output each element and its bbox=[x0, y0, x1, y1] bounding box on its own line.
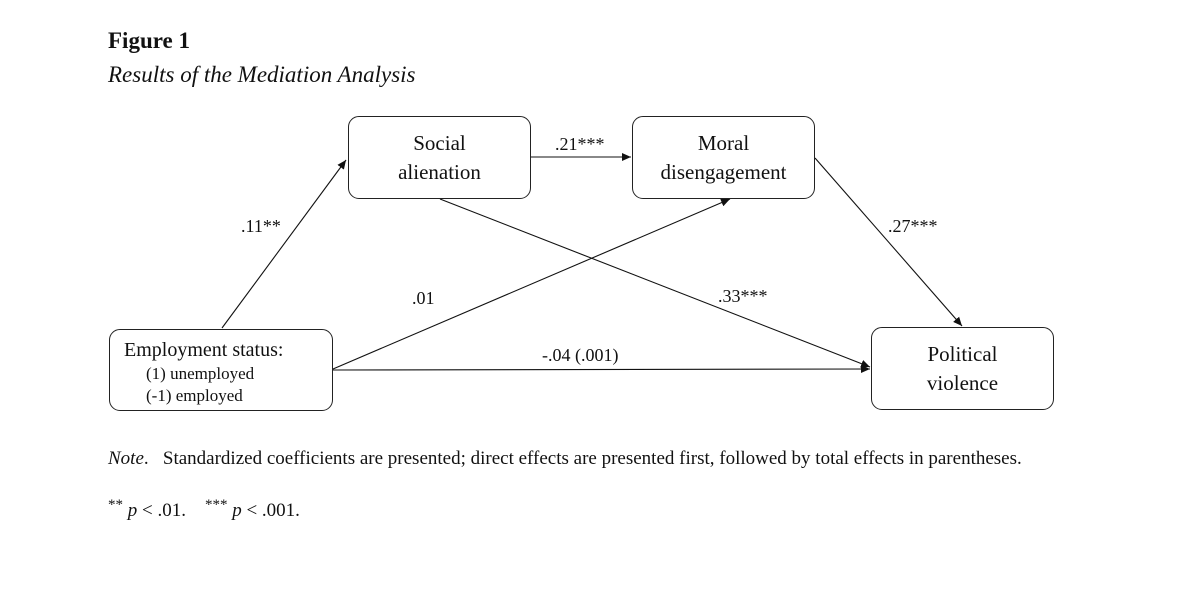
figure-title: Results of the Mediation Analysis bbox=[108, 62, 416, 87]
significance-legend: ** p < .01. *** p < .001. bbox=[108, 497, 300, 522]
figure-number: Figure 1 bbox=[108, 28, 190, 53]
node-social-alienation: Social alienation bbox=[348, 116, 531, 199]
coef-emp-to-social: .11** bbox=[241, 216, 281, 236]
node-employment-status: Employment status: (1) unemployed (-1) e… bbox=[109, 329, 333, 411]
node-violence-line2: violence bbox=[926, 370, 999, 395]
node-moral-line2: disengagement bbox=[660, 159, 787, 184]
p2-p: p bbox=[232, 500, 242, 521]
arrow-emp-to-social bbox=[221, 159, 347, 329]
node-social-line1: Social bbox=[413, 130, 466, 155]
note-label: Note bbox=[108, 448, 144, 469]
p1-threshold: < .01. bbox=[137, 500, 186, 521]
coef-moral-to-violence: .27*** bbox=[888, 216, 938, 236]
arrow-social-to-violence bbox=[439, 198, 871, 368]
arrow-emp-to-moral bbox=[332, 198, 731, 370]
node-violence-line1: Political bbox=[927, 341, 998, 366]
arrow-emp-to-violence bbox=[332, 365, 871, 374]
node-employment-option-unemployed: (1) unemployed bbox=[146, 364, 255, 383]
node-employment-option-employed: (-1) employed bbox=[146, 386, 243, 405]
node-political-violence: Political violence bbox=[871, 327, 1054, 410]
node-moral-disengagement: Moral disengagement bbox=[632, 116, 815, 199]
arrow-moral-to-violence bbox=[814, 157, 963, 327]
figure-note: Note. Standardized coefficients are pres… bbox=[108, 448, 1022, 469]
note-text: Standardized coefficients are presented;… bbox=[162, 448, 1022, 469]
p1-stars: ** bbox=[108, 497, 123, 513]
p1-p: p bbox=[127, 500, 138, 521]
p2-stars: *** bbox=[204, 497, 228, 513]
coef-social-to-violence: .33*** bbox=[718, 286, 768, 306]
coef-emp-to-violence: -.04 (.001) bbox=[542, 345, 619, 365]
node-social-line2: alienation bbox=[398, 159, 481, 184]
coef-social-to-moral: .21*** bbox=[555, 134, 605, 154]
coef-emp-to-moral: .01 bbox=[412, 288, 435, 308]
p2-threshold: < .001. bbox=[241, 500, 300, 521]
node-employment-label: Employment status: bbox=[124, 339, 284, 361]
node-moral-line1: Moral bbox=[697, 130, 750, 155]
